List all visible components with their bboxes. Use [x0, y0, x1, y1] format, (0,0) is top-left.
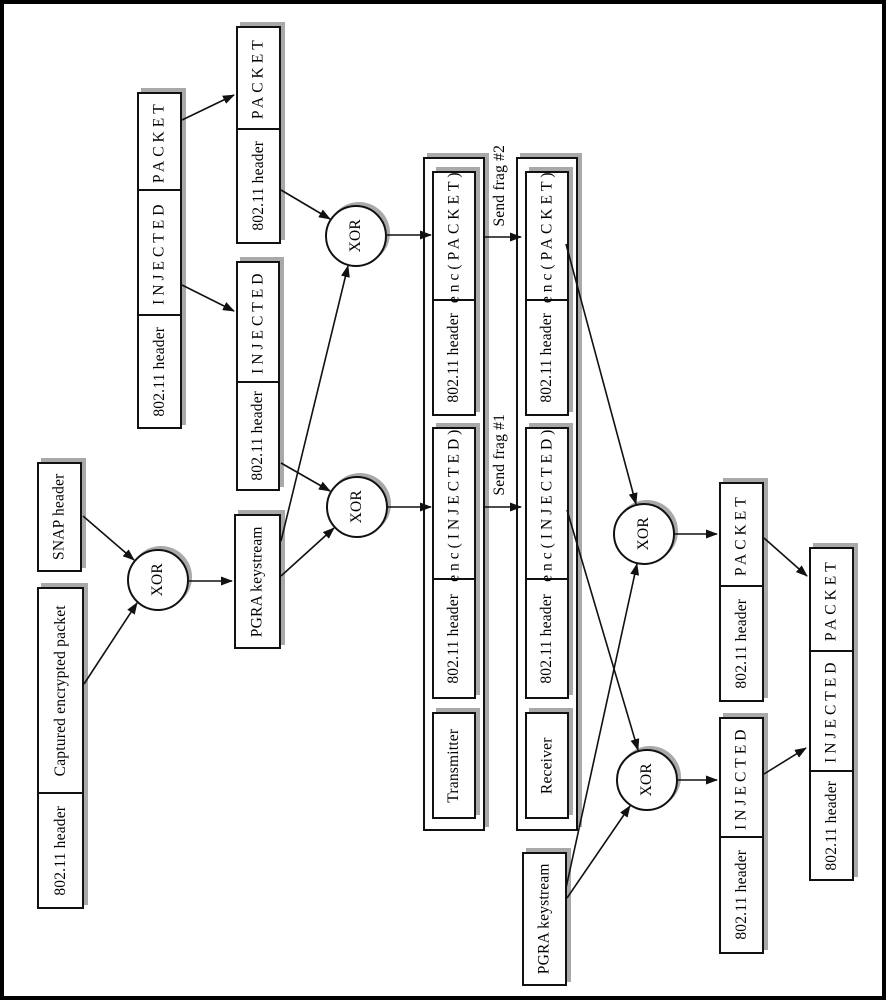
segment-snap-header: SNAP header	[39, 464, 80, 570]
plain-injected-packet-box: 802.11 header INJECTED PACKET	[137, 92, 182, 429]
receiver-label: Receiver	[538, 737, 556, 794]
header-label: 802.11 header	[249, 141, 267, 231]
transmitter-frag1-frame: 802.11 header enc(INJECTED)	[432, 425, 476, 699]
header-label: 802.11 header	[445, 593, 463, 684]
header-label: 802.11 header	[51, 805, 69, 896]
segment-80211-header: 802.11 header	[527, 301, 567, 414]
snap-header-box: SNAP header	[37, 462, 82, 572]
reassembled-packet-box: 802.11 header INJECTED PACKET	[809, 547, 854, 881]
transmitter-label-box: Transmitter	[432, 712, 476, 819]
arrow-snap-to-xor-a	[82, 515, 135, 561]
packet-label: PACKET	[249, 36, 267, 120]
send-frag-1-label: Send frag #1	[491, 414, 509, 496]
injected-label: INJECTED	[822, 658, 840, 764]
enc-packet-label: enc(PACKET)	[538, 168, 556, 304]
segment-80211-header: 802.11 header	[238, 383, 278, 489]
segment-80211-header: 802.11 header	[527, 580, 567, 697]
xor-node-encrypt-injected: XOR	[326, 476, 388, 538]
segment-80211-header: 802.11 header	[238, 130, 279, 242]
receiver-label-box: Receiver	[525, 712, 569, 819]
header-injected-frame-box: 802.11 header INJECTED	[236, 261, 280, 491]
xor-label: XOR	[635, 517, 653, 551]
packet-label: PACKET	[732, 493, 750, 576]
xor-label: XOR	[638, 763, 656, 797]
arrow-keystream1-to-xor-c	[280, 527, 335, 577]
segment-enc-injected: enc(INJECTED)	[527, 425, 567, 582]
packet-label: PACKET	[822, 558, 840, 641]
packet-label: PACKET	[150, 100, 168, 183]
transmitter-frag2-frame: 802.11 header enc(PACKET)	[432, 169, 476, 416]
captured-packet-label: Captured encrypted packet	[51, 604, 69, 777]
injected-label: INJECTED	[732, 725, 750, 830]
send-frag-2-label: Send frag #2	[491, 145, 509, 227]
segment-injected: INJECTED	[238, 263, 278, 383]
segment-pgra-keystream: PGRA keystream	[524, 854, 565, 984]
transmitter-box: 802.11 header enc(PACKET) 802.11 header …	[423, 157, 485, 831]
pgra-keystream-label: PGRA keystream	[248, 526, 266, 637]
xor-node-decrypt-packet: XOR	[613, 503, 675, 565]
segment-injected: INJECTED	[139, 191, 180, 316]
arrow-captured-to-xor-a	[83, 602, 138, 685]
segment-enc-packet: enc(PACKET)	[527, 169, 567, 303]
arrow-decoded-injected-to-reassembled	[763, 747, 807, 775]
segment-80211-header: 802.11 header	[721, 587, 762, 700]
xor-label: XOR	[347, 219, 365, 253]
segment-80211-header: 802.11 header	[434, 580, 474, 697]
arrow-decoded-packet-to-reassembled	[763, 537, 808, 577]
segment-packet: PACKET	[238, 28, 279, 130]
header-label: 802.11 header	[150, 326, 168, 417]
segment-enc-packet: enc(PACKET)	[434, 169, 474, 303]
segment-80211-header: 802.11 header	[39, 794, 82, 907]
xor-label: XOR	[348, 490, 366, 524]
xor-node-encrypt-packet: XOR	[325, 205, 387, 267]
header-label: 802.11 header	[538, 312, 556, 403]
pgra-keystream-1-box: PGRA keystream	[234, 514, 281, 649]
receiver-frag1-frame: 802.11 header enc(INJECTED)	[525, 425, 569, 699]
segment-packet: PACKET	[811, 549, 852, 652]
segment-pgra-keystream: PGRA keystream	[236, 516, 279, 647]
segment-80211-header: 802.11 header	[811, 772, 852, 879]
snap-header-label: SNAP header	[50, 473, 68, 561]
arrow-plain-injected-to-injected-frame	[181, 284, 235, 312]
header-label: 802.11 header	[445, 312, 463, 403]
arrow-injected-header-to-xor-c	[280, 462, 331, 492]
segment-receiver: Receiver	[527, 714, 567, 817]
enc-injected-label: enc(INJECTED)	[445, 425, 463, 582]
segment-injected: INJECTED	[721, 719, 762, 838]
segment-80211-header: 802.11 header	[434, 301, 474, 414]
header-packet-frame-box: 802.11 header PACKET	[236, 26, 281, 244]
pgra-keystream-label: PGRA keystream	[535, 863, 553, 975]
pgra-keystream-2-box: PGRA keystream	[522, 852, 567, 986]
header-label: 802.11 header	[732, 850, 750, 940]
arrow-packet-header-to-xor-b	[280, 189, 331, 220]
segment-transmitter: Transmitter	[434, 714, 474, 817]
injected-label: INJECTED	[150, 200, 168, 305]
receiver-frag2-frame: 802.11 header enc(PACKET)	[525, 169, 569, 416]
header-label: 802.11 header	[538, 593, 556, 684]
header-label: 802.11 header	[249, 391, 267, 481]
transmitter-label: Transmitter	[445, 728, 463, 803]
segment-captured-encrypted-packet: Captured encrypted packet	[39, 589, 82, 794]
xor-node-decrypt-injected: XOR	[616, 749, 678, 811]
xor-label: XOR	[149, 563, 167, 597]
captured-packet-box: 802.11 header Captured encrypted packet	[37, 587, 84, 909]
segment-packet: PACKET	[721, 484, 762, 587]
arrow-plain-packet-to-packet-frame	[181, 94, 235, 121]
decoded-injected-box: 802.11 header INJECTED	[719, 717, 764, 954]
segment-80211-header: 802.11 header	[721, 838, 762, 952]
segment-packet: PACKET	[139, 94, 180, 191]
injected-label: INJECTED	[249, 269, 267, 375]
segment-80211-header: 802.11 header	[139, 316, 180, 427]
decoded-packet-box: 802.11 header PACKET	[719, 482, 764, 702]
segment-injected: INJECTED	[811, 652, 852, 772]
header-label: 802.11 header	[732, 598, 750, 689]
header-label: 802.11 header	[822, 780, 840, 871]
xor-node-keystream-recovery: XOR	[127, 549, 189, 611]
enc-injected-label: enc(INJECTED)	[538, 425, 556, 582]
segment-enc-injected: enc(INJECTED)	[434, 425, 474, 582]
enc-packet-label: enc(PACKET)	[445, 168, 463, 304]
